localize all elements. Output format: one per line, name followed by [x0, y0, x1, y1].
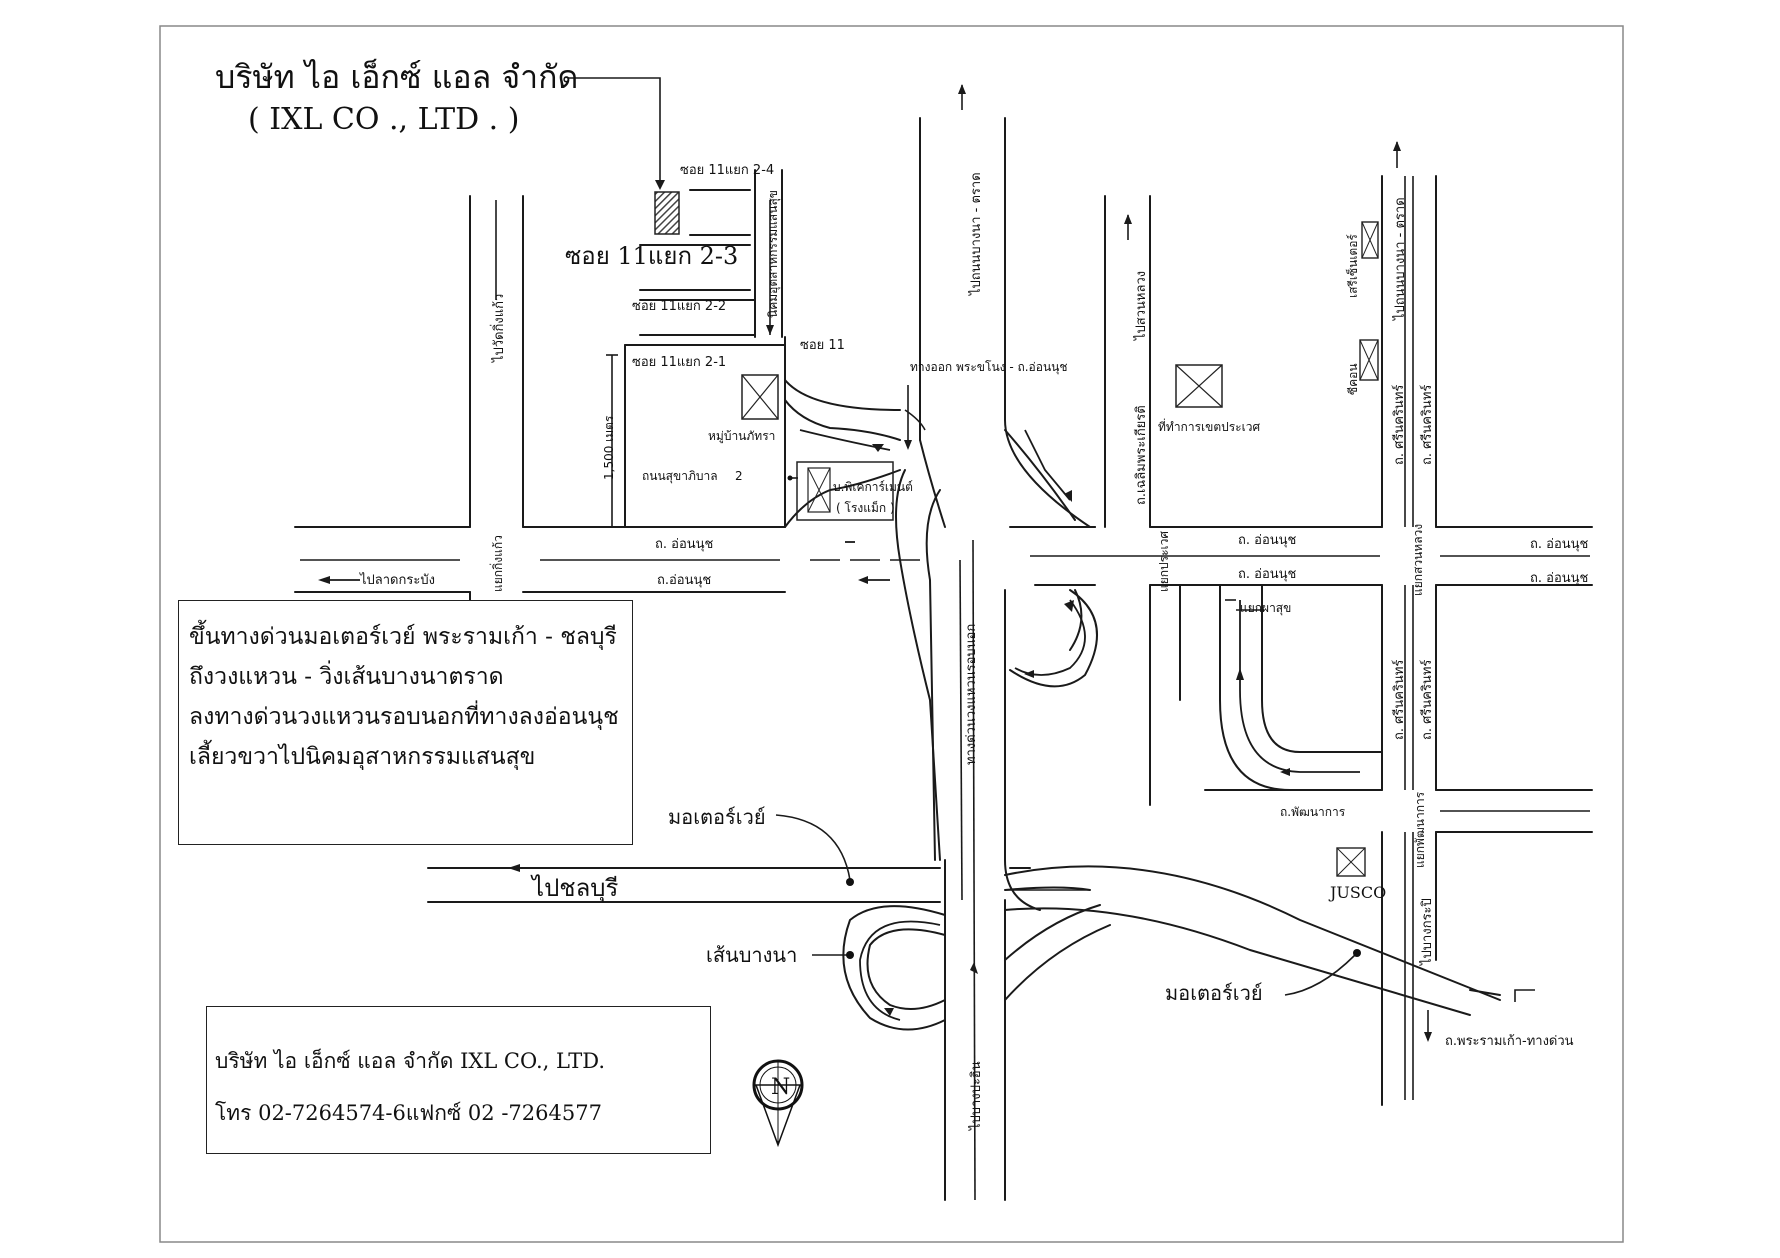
on-nut-label-5: ถ. อ่อนนุช	[1530, 537, 1589, 552]
rong-mak-label: ( โรงแม็ก )	[836, 500, 895, 515]
prawet-office-box	[1175, 364, 1223, 408]
bangna-interchange	[842, 904, 1111, 1031]
soi-2-1-label: ซอย 11แยก 2-1	[632, 355, 726, 370]
exit-phrakhanong-label: ทางออก พระขโนง - ถ.อ่อนนุช	[910, 360, 1068, 375]
moo-ban-phatra-box	[741, 374, 779, 420]
pikar-garment-box	[796, 461, 894, 521]
contact-box: บริษัท ไอ เอ็กซ์ แอล จำกัด IXL CO., LTD.…	[206, 1006, 711, 1154]
on-nut-road	[294, 526, 1593, 593]
motorway-label-1: มอเตอร์เวย์	[668, 805, 766, 829]
yaek-prawet-label: แยกประเวศ	[1157, 531, 1171, 592]
sukhaphiban-2-label: 2	[735, 469, 743, 483]
rama9-expressway-label: ถ.พระรามเก้า-ทางด่วน	[1445, 1034, 1574, 1049]
chaloem-phrakiat-label: ถ.เฉลิมพระเกียรติ	[1133, 405, 1149, 505]
phatthanakan-road	[1219, 584, 1383, 791]
on-nut-label-3: ถ. อ่อนนุช	[1238, 533, 1297, 548]
jusco-box	[1336, 847, 1366, 877]
seacon-box	[1359, 339, 1379, 381]
industrial-estate-roads	[568, 77, 786, 528]
bangna-line-label: เส้นบางนา	[706, 943, 797, 967]
company-title-en: ( IXL CO ., LTD . )	[248, 102, 520, 137]
north-arrow: N	[752, 1059, 804, 1148]
on-nut-label-6: ถ. อ่อนนุช	[1530, 571, 1589, 586]
chaloem-phrakiat-road	[1094, 195, 1181, 806]
landmark-buildings	[741, 221, 1379, 877]
contact-company: บริษัท ไอ เอ็กซ์ แอล จำกัด IXL CO., LTD.	[215, 1049, 606, 1073]
srinakarin-label-2: ถ. ศรีนครินทร์	[1419, 385, 1435, 465]
phatthanakan-label: ถ.พัฒนาการ	[1280, 805, 1346, 819]
srinakarin-label-1: ถ. ศรีนครินทร์	[1391, 385, 1407, 465]
distance-label: 1,500 เมตร	[602, 415, 616, 480]
on-nut-arrows	[318, 541, 890, 584]
map-frame	[159, 25, 1624, 1243]
directions-line-4: เลี้ยวขวาไปนิคมอุสาหกรรมแสนสุข	[189, 744, 536, 770]
srinakarin-label-3: ถ. ศรีนครินทร์	[1391, 660, 1407, 740]
jusco-label: JUSCO	[1328, 883, 1386, 902]
leader-lines	[606, 354, 1535, 1002]
motorway	[427, 864, 1501, 1016]
seri-center-label: เสรีเซ็นเตอร์	[1345, 234, 1360, 298]
north-label: N	[771, 1075, 790, 1100]
on-nut-label-1: ถ. อ่อนนุช	[655, 537, 714, 552]
company-title-thai: บริษัท ไอ เอ็กซ์ แอล จำกัด	[215, 58, 579, 96]
soi-2-3-label: ซอย 11แยก 2-3	[565, 242, 738, 270]
soi-2-4-label: ซอย 11แยก 2-4	[680, 163, 774, 178]
prawet-office-label: ที่ทำการเขตประเวศ	[1158, 418, 1260, 434]
contact-phone-fax: โทร 02-7264574-6แฟกซ์ 02 -7264577	[215, 1101, 602, 1125]
srinakarin-road	[1204, 141, 1593, 1106]
vertical-labels: นิคมอุตสาหกรรมแสนสุข ไปวัดกิ่งแก้ว ไปถนน…	[489, 172, 1435, 1131]
yaek-phatthanakan-label: แยกพัฒนาการ	[1413, 791, 1427, 868]
to-chonburi-label: ไปชลบุรี	[530, 874, 619, 903]
to-bang-kapi-label: ไปบางกระปิ	[1419, 898, 1435, 966]
outer-ring-road	[895, 419, 1091, 1201]
yaek-suan-luang-label: แยกสวนหลวง	[1411, 524, 1425, 596]
bangna-trad-upper	[919, 84, 1006, 441]
on-nut-label-2: ถ.อ่อนนุช	[657, 573, 711, 588]
on-nut-label-4: ถ. อ่อนนุช	[1238, 567, 1297, 582]
industrial-estate-label: นิคมอุตสาหกรรมแสนสุข	[766, 190, 781, 318]
seri-center-box	[1361, 221, 1379, 259]
to-suan-luang-label: ไปสวนหลวง	[1133, 271, 1149, 341]
directions-box: ขึ้นทางด่วนมอเตอร์เวย์ พระรามเก้า - ชลบุ…	[178, 600, 633, 845]
to-lat-krabang-label: ไปลาดกระบัง	[359, 572, 435, 588]
map-labels: ซอย 11แยก 2-4 ซอย 11แยก 2-3 ซอย 11แยก 2-…	[359, 163, 1589, 1049]
yaek-king-kaew-label: แยกกิ่งแก้ว	[489, 535, 505, 592]
to-bang-pakong-label: ไปบางปะอิน	[968, 1061, 984, 1131]
motorway-label-2: มอเตอร์เวย์	[1165, 981, 1263, 1005]
pikar-garment-label: บ.พิเคการ์เมนต์	[833, 480, 913, 494]
on-nut-interchange	[784, 379, 1098, 688]
king-kaew-road	[469, 195, 524, 601]
seacon-label: ซีคอน	[1346, 363, 1360, 395]
moo-ban-phatra-label: หมู่บ้านภัทรา	[708, 429, 775, 444]
to-wat-king-kaew-label: ไปวัดกิ่งแก้ว	[490, 294, 507, 363]
to-bangna-trad-label-1: ไปถนนบางนา - ตราด	[968, 172, 984, 296]
yaek-pha-suk-label: แยกผาสุข	[1240, 601, 1291, 616]
soi-2-2-label: ซอย 11แยก 2-2	[632, 299, 726, 314]
outer-ring-road-label: ทางด่วนวงแหวนรอบนอก	[964, 624, 979, 765]
soi-11-label: ซอย 11	[800, 338, 845, 353]
directions-line-3: ลงทางด่วนวงแหวนรอบนอกที่ทางลงอ่อนนุช	[189, 704, 619, 730]
directions-line-2: ถึงวงแหวน - วิ่งเส้นบางนาตราด	[189, 664, 504, 690]
srinakarin-label-4: ถ. ศรีนครินทร์	[1419, 660, 1435, 740]
sukhaphiban-label: ถนนสุขาภิบาล	[642, 469, 718, 484]
to-bangna-trad-label-2: ไปถนนบางนา - ตราด	[1392, 197, 1408, 321]
directions-line-1: ขึ้นทางด่วนมอเตอร์เวย์ พระรามเก้า - ชลบุ…	[189, 624, 617, 650]
target-building	[654, 191, 680, 235]
